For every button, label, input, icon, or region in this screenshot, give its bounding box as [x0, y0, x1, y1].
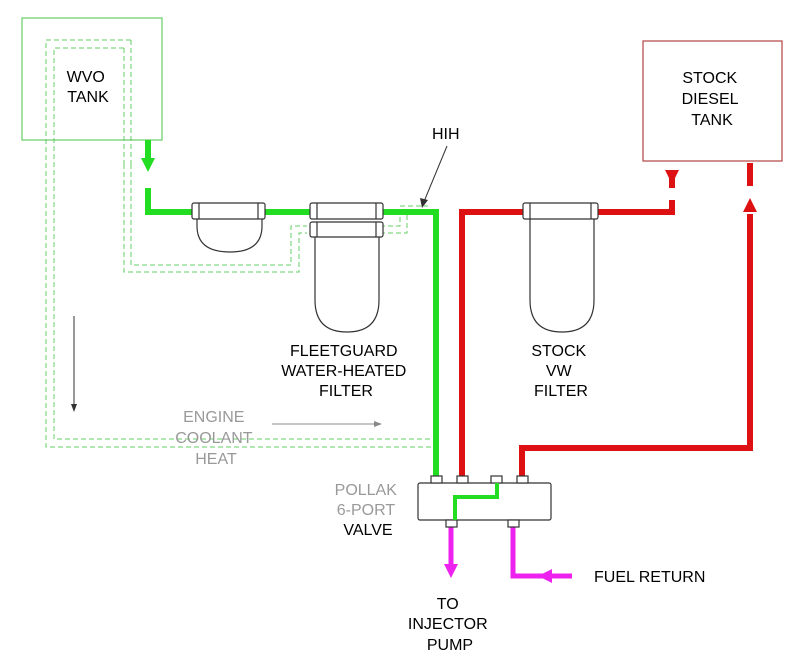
stock-diesel-tank	[642, 40, 783, 162]
stock-vw-filter	[522, 202, 599, 333]
injector-label: TO INJECTOR PUMP	[408, 596, 492, 654]
pre-filter	[191, 202, 266, 253]
valve-label: POLLAK 6-PORT VALVE	[335, 482, 402, 539]
pollak-valve	[417, 475, 552, 528]
diesel-return-line	[519, 163, 753, 476]
stock-filter-label: STOCK VW FILTER	[531, 343, 590, 400]
fleetguard-filter	[309, 202, 384, 333]
fuel-return-arrow-icon	[538, 569, 552, 583]
wvo-fuel-line	[145, 140, 439, 476]
coolant-loop	[45, 39, 437, 448]
hih-label: HIH	[432, 126, 460, 143]
wvo-arrow-icon	[141, 158, 155, 172]
coolant-label: ENGINE COOLANT HEAT	[175, 409, 257, 468]
diesel-supply-arrow-icon	[665, 170, 679, 184]
diesel-return-arrow-icon	[743, 198, 757, 212]
coolant-flow-arrow-down	[71, 316, 77, 412]
fleetguard-label: FLEETGUARD WATER-HEATED FILTER	[281, 343, 410, 400]
wvo-tank	[21, 17, 163, 141]
fuel-return-label: FUEL RETURN	[594, 569, 705, 586]
coolant-flow-arrow-right	[272, 421, 382, 427]
wvo-tank-label: WVO TANK	[67, 69, 110, 106]
injector-arrow-icon	[444, 564, 458, 578]
hih-pointer	[420, 145, 448, 208]
stock-tank-label: STOCK DIESEL TANK	[682, 70, 743, 129]
fuel-return-line	[510, 520, 572, 579]
valve-internal-wvo-path-overlay	[453, 483, 499, 520]
